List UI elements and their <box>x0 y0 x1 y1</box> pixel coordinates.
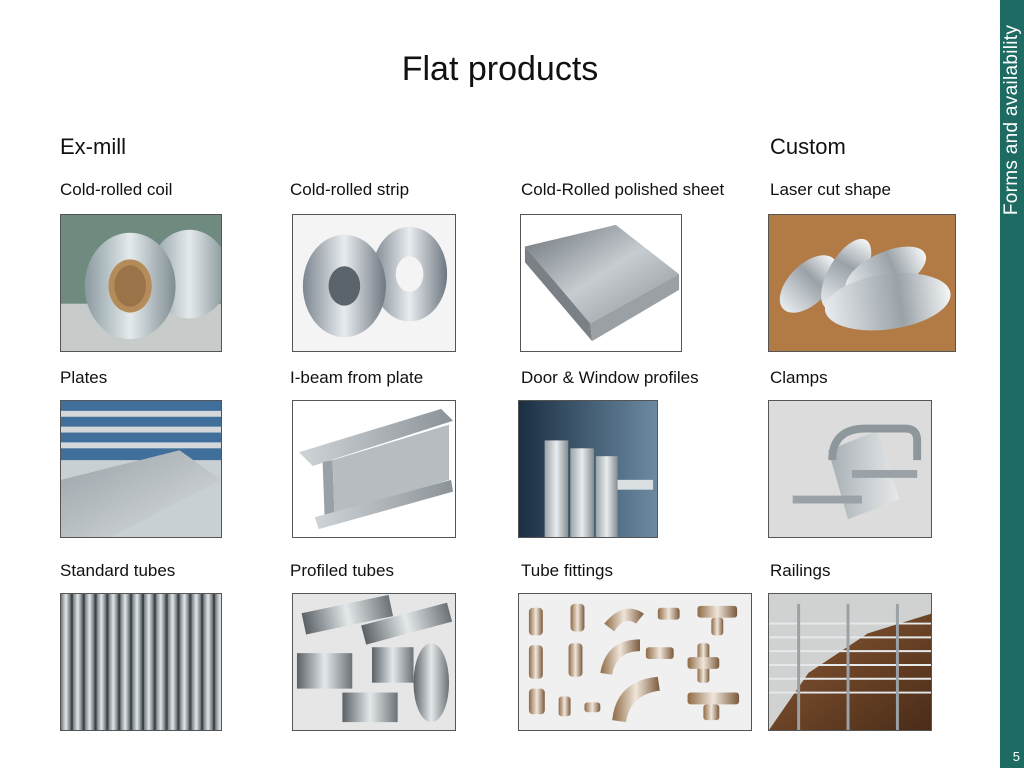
section-sidebar <box>1000 0 1024 768</box>
railings-image <box>768 593 932 731</box>
product-label-cold-rolled-strip: Cold-rolled strip <box>290 180 410 199</box>
product-label-polished-sheet: Cold-Rolled polished sheet <box>521 180 725 199</box>
product-label-clamps: Clamps <box>770 368 828 387</box>
laser-cut-shape-image <box>768 214 956 352</box>
product-label-cold-rolled-coil: Cold-rolled coil <box>60 180 173 199</box>
product-label-standard-tubes: Standard tubes <box>60 561 176 580</box>
product-label-tube-fittings: Tube fittings <box>521 561 613 580</box>
page-number: 5 <box>1012 749 1020 764</box>
steel-coil-image <box>60 214 222 352</box>
steel-strip-image <box>292 214 456 352</box>
product-label-plates: Plates <box>60 368 108 387</box>
plates-image <box>60 400 222 538</box>
section-heading-ex-mill: Ex-mill <box>60 134 126 159</box>
tube-fittings-image <box>518 593 752 731</box>
profiled-tubes-image <box>292 593 456 731</box>
tubes-image <box>60 593 222 731</box>
profiles-image <box>518 400 658 538</box>
sidebar-label: Forms and availability <box>1001 24 1022 216</box>
product-label-laser-cut-shape: Laser cut shape <box>770 180 891 199</box>
i-beam-image <box>292 400 456 538</box>
clamp-image <box>768 400 932 538</box>
sidebar-label-container: Forms and availability <box>1000 0 1024 240</box>
polished-sheet-image <box>520 214 682 352</box>
section-heading-custom: Custom <box>770 134 846 159</box>
product-label-profiled-tubes: Profiled tubes <box>290 561 394 580</box>
slide-title: Flat products <box>401 50 599 88</box>
product-label-railings: Railings <box>770 561 831 580</box>
product-label-door-window-profiles: Door & Window profiles <box>521 368 699 387</box>
product-label-i-beam: I-beam from plate <box>290 368 424 387</box>
